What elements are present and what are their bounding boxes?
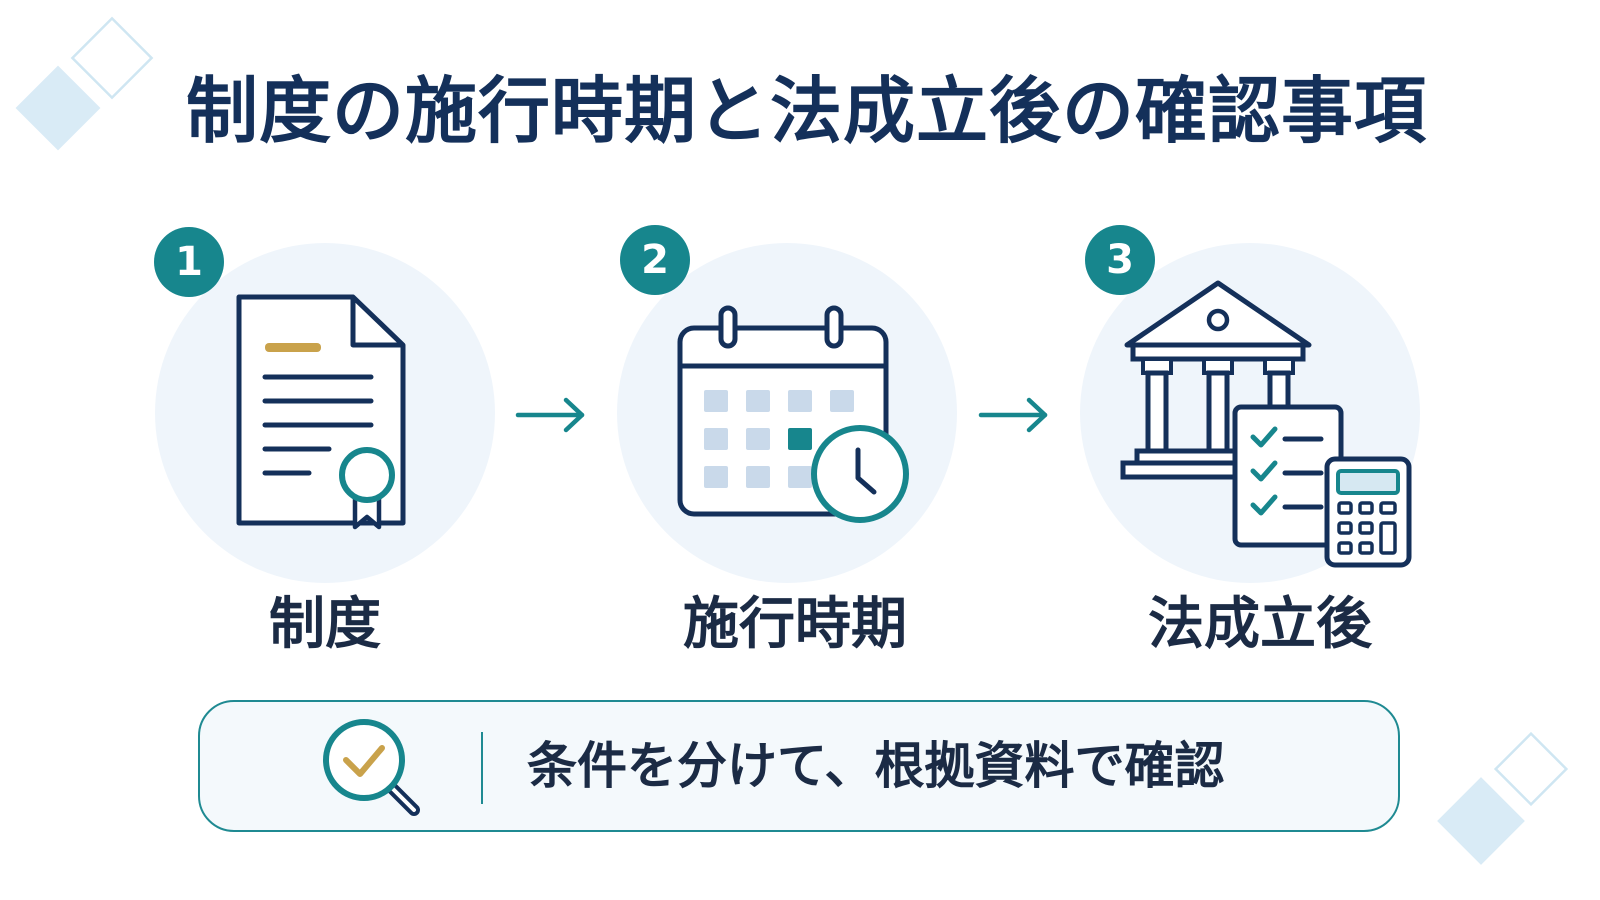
decorative-diamonds-bottom-right (1437, 731, 1569, 865)
step-3-badge: 3 (1085, 225, 1155, 295)
step-1-badge: 1 (154, 227, 224, 297)
step-3-label: 法成立後 (1148, 592, 1372, 657)
arrow-right-icon (515, 397, 585, 433)
magnifier-check-icon (323, 719, 420, 816)
page-title: 制度の施行時期と法成立後の確認事項 (186, 69, 1428, 153)
summary-box: 条件を分けて、根拠資料で確認 (198, 700, 1400, 832)
summary-text: 条件を分けて、根拠資料で確認 (527, 737, 1225, 795)
step-2-badge: 2 (620, 225, 690, 295)
step-1-label: 制度 (269, 592, 381, 657)
calendar-clock-icon (677, 305, 909, 523)
step-2-label: 施行時期 (683, 592, 907, 657)
document-certificate-icon (236, 294, 406, 530)
government-building-checklist-calculator-icon (1120, 280, 1412, 568)
decorative-diamonds-top-left (15, 16, 154, 151)
arrow-right-icon (978, 397, 1048, 433)
summary-divider (481, 732, 483, 804)
